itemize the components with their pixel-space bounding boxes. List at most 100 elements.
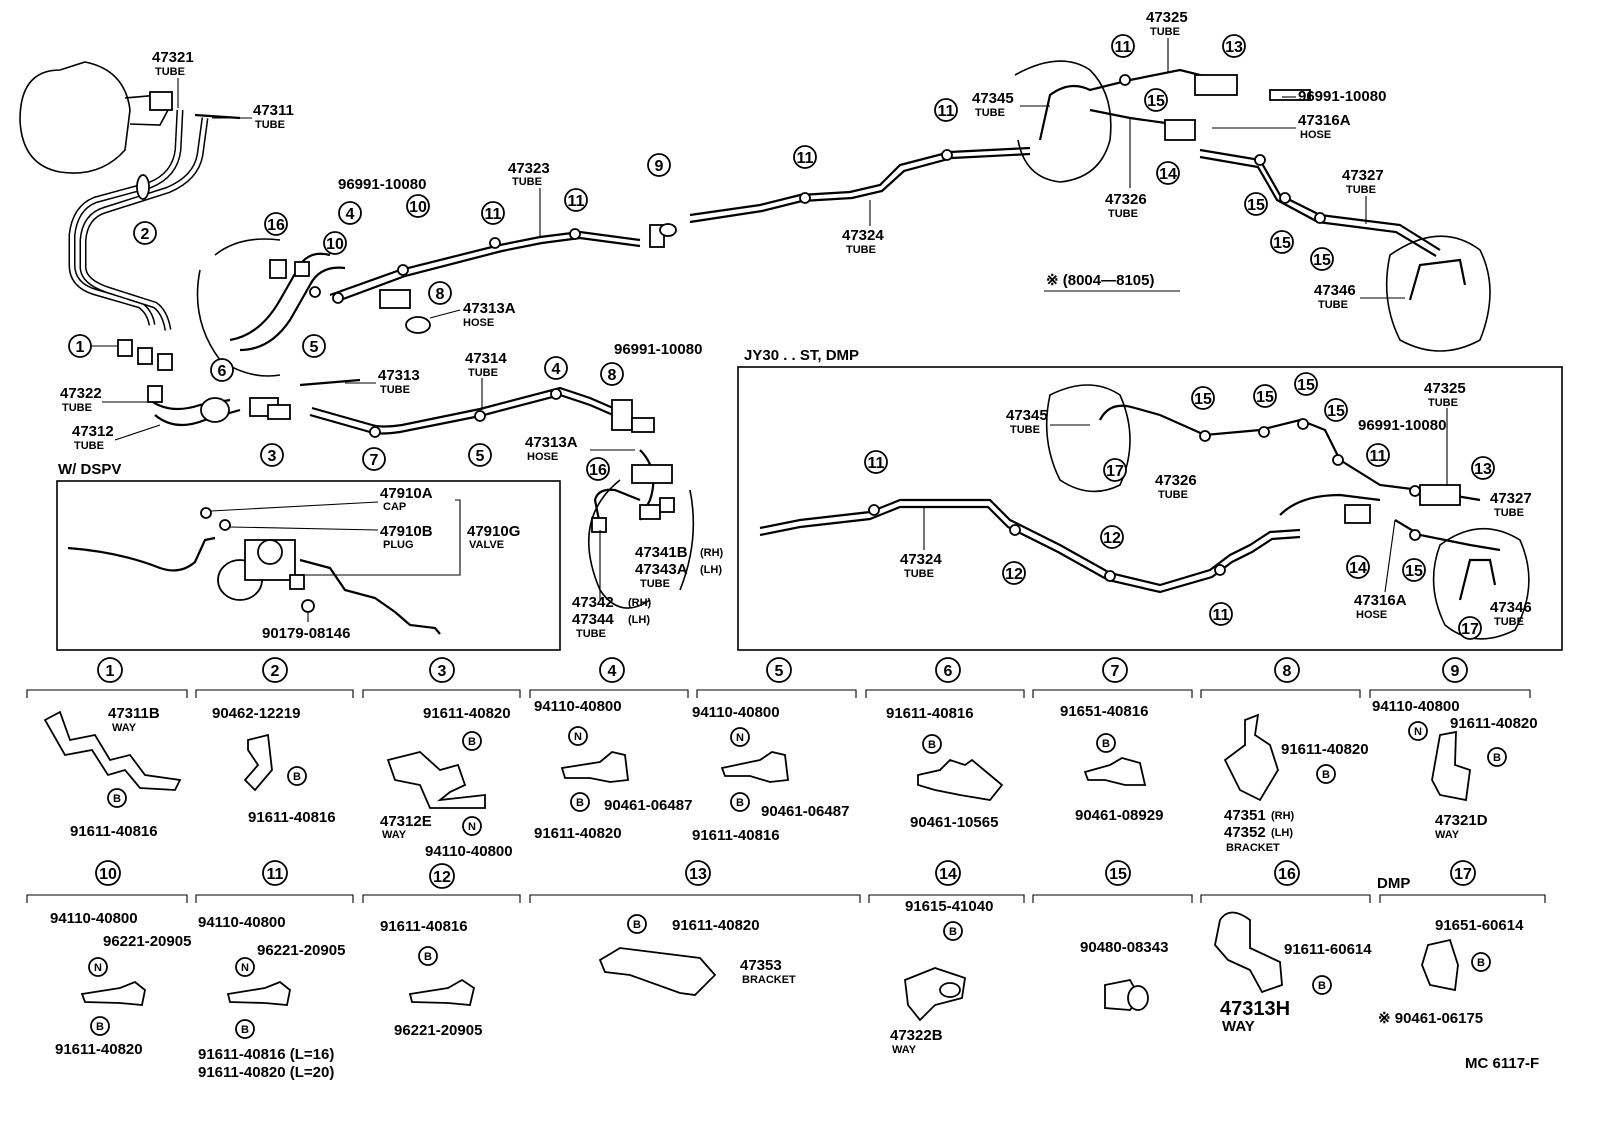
detail-panel-5: 5 94110-40800 N 90461-06487 B 91611-4081… bbox=[692, 657, 849, 844]
svg-text:11: 11 bbox=[568, 193, 585, 210]
svg-text:7: 7 bbox=[1111, 663, 1120, 680]
svg-text:94110-40800: 94110-40800 bbox=[425, 843, 513, 860]
svg-text:47312E: 47312E bbox=[380, 813, 432, 830]
tube-clamp-markers bbox=[309, 74, 1326, 438]
svg-text:N: N bbox=[736, 732, 744, 744]
label-47910A: 47910A bbox=[380, 485, 433, 502]
svg-text:47353: 47353 bbox=[740, 957, 782, 974]
svg-text:N: N bbox=[241, 962, 249, 974]
svg-text:15: 15 bbox=[1256, 389, 1274, 406]
front-brake-assembly bbox=[117, 238, 431, 427]
svg-text:4: 4 bbox=[552, 361, 561, 378]
svg-text:WAY: WAY bbox=[892, 1044, 917, 1056]
svg-text:91615-41040: 91615-41040 bbox=[905, 898, 993, 915]
jy-callout-17a: 17 bbox=[1103, 458, 1127, 482]
svg-text:8: 8 bbox=[436, 286, 445, 303]
brake-booster bbox=[19, 61, 173, 174]
label-96991-c: 96991-10080 bbox=[1298, 88, 1386, 105]
jy-callout-11b: 11 bbox=[1209, 602, 1233, 626]
label-47346: 47346 bbox=[1314, 282, 1356, 299]
main-part-labels: 47321 TUBE 47311 TUBE 47323 TUBE 96991-1… bbox=[60, 9, 1405, 640]
svg-text:15: 15 bbox=[1194, 391, 1212, 408]
svg-text:3: 3 bbox=[268, 448, 277, 465]
svg-text:12: 12 bbox=[433, 869, 451, 886]
detail-panel-11: 11 94110-40800 96221-20905 N B 91611-408… bbox=[198, 860, 345, 1081]
callout-2: 2 bbox=[133, 221, 157, 245]
callout-10: 10 bbox=[323, 231, 347, 255]
detail-panel-9: 9 94110-40800 91611-40820 N B 47321D WAY bbox=[1372, 657, 1538, 841]
svg-text:96221-20905: 96221-20905 bbox=[394, 1022, 482, 1039]
svg-text:94110-40800: 94110-40800 bbox=[198, 914, 286, 931]
detail-panel-4: 4 94110-40800 N 90461-06487 B 91611-4082… bbox=[534, 657, 692, 842]
label-47345: 47345 bbox=[972, 90, 1014, 107]
svg-text:8: 8 bbox=[608, 367, 617, 384]
callout-15a: 15 bbox=[1144, 88, 1168, 112]
label-47322: 47322 bbox=[60, 385, 102, 402]
svg-text:9: 9 bbox=[655, 158, 664, 175]
svg-text:7: 7 bbox=[370, 452, 379, 469]
svg-text:1: 1 bbox=[76, 339, 85, 356]
callout-14: 14 bbox=[1156, 161, 1180, 185]
svg-text:※ 90461-06175: ※ 90461-06175 bbox=[1378, 1010, 1483, 1027]
svg-text:16: 16 bbox=[589, 462, 607, 479]
svg-text:(LH): (LH) bbox=[700, 564, 722, 576]
svg-text:4: 4 bbox=[346, 206, 355, 223]
callout-9: 9 bbox=[647, 153, 671, 177]
svg-text:B: B bbox=[736, 797, 744, 809]
svg-text:11: 11 bbox=[1213, 607, 1230, 624]
jy-label-47316A: 47316A bbox=[1354, 592, 1407, 609]
svg-text:91611-40820: 91611-40820 bbox=[1281, 741, 1369, 758]
svg-text:B: B bbox=[1477, 957, 1485, 969]
diagram-code: MC 6117-F bbox=[1465, 1055, 1539, 1072]
detail-panel-12: 12 91611-40816 B 96221-20905 bbox=[380, 863, 482, 1039]
svg-text:VALVE: VALVE bbox=[469, 539, 504, 551]
jy-label-47345: 47345 bbox=[1006, 407, 1048, 424]
svg-text:11: 11 bbox=[797, 150, 814, 167]
svg-text:5: 5 bbox=[476, 448, 485, 465]
jy-callout-15c: 15 bbox=[1294, 372, 1318, 396]
svg-text:TUBE: TUBE bbox=[846, 244, 876, 256]
svg-text:N: N bbox=[94, 962, 102, 974]
label-47313A-b: 47313A bbox=[525, 434, 578, 451]
svg-text:15: 15 bbox=[1109, 866, 1127, 883]
svg-text:(RH): (RH) bbox=[628, 597, 652, 609]
svg-text:2: 2 bbox=[271, 663, 280, 680]
svg-text:91611-40816 (L=16): 91611-40816 (L=16) bbox=[198, 1046, 334, 1063]
svg-text:B: B bbox=[928, 739, 936, 751]
label-47341B: 47341B bbox=[635, 544, 688, 561]
svg-text:BRACKET: BRACKET bbox=[1226, 842, 1280, 854]
callout-8b: 8 bbox=[600, 362, 624, 386]
svg-text:B: B bbox=[633, 919, 641, 931]
svg-text:TUBE: TUBE bbox=[1346, 184, 1376, 196]
callout-11c: 11 bbox=[793, 145, 817, 169]
svg-text:4: 4 bbox=[608, 663, 617, 680]
svg-text:91611-40816: 91611-40816 bbox=[886, 705, 974, 722]
svg-text:96221-20905: 96221-20905 bbox=[103, 933, 191, 950]
callout-11a: 11 bbox=[481, 201, 505, 225]
label-47325: 47325 bbox=[1146, 9, 1188, 26]
jy-callout-15d: 15 bbox=[1324, 398, 1348, 422]
label-47311: 47311 bbox=[253, 102, 294, 119]
tube-47323 bbox=[329, 223, 677, 304]
label-47316A: 47316A bbox=[1298, 112, 1351, 129]
svg-text:15: 15 bbox=[1273, 235, 1291, 252]
label-47342: 47342 bbox=[572, 594, 614, 611]
callout-15c: 15 bbox=[1270, 230, 1294, 254]
label-47312: 47312 bbox=[72, 423, 114, 440]
svg-text:17: 17 bbox=[1106, 463, 1124, 480]
detail-panel-15: 15 90480-08343 bbox=[1080, 860, 1168, 1011]
svg-text:90461-06487: 90461-06487 bbox=[761, 803, 849, 820]
callout-3: 3 bbox=[260, 443, 284, 467]
svg-text:TUBE: TUBE bbox=[1108, 208, 1138, 220]
svg-text:6: 6 bbox=[944, 663, 953, 680]
svg-text:91611-40820: 91611-40820 bbox=[423, 705, 511, 722]
svg-text:TUBE: TUBE bbox=[1494, 616, 1524, 628]
jy-callout-15b: 15 bbox=[1253, 384, 1277, 408]
svg-text:(RH): (RH) bbox=[1271, 810, 1295, 822]
svg-text:B: B bbox=[96, 1021, 104, 1033]
svg-text:12: 12 bbox=[1103, 530, 1121, 547]
callout-7: 7 bbox=[362, 447, 386, 471]
svg-text:94110-40800: 94110-40800 bbox=[534, 698, 622, 715]
svg-text:B: B bbox=[468, 736, 476, 748]
svg-text:B: B bbox=[1493, 752, 1501, 764]
